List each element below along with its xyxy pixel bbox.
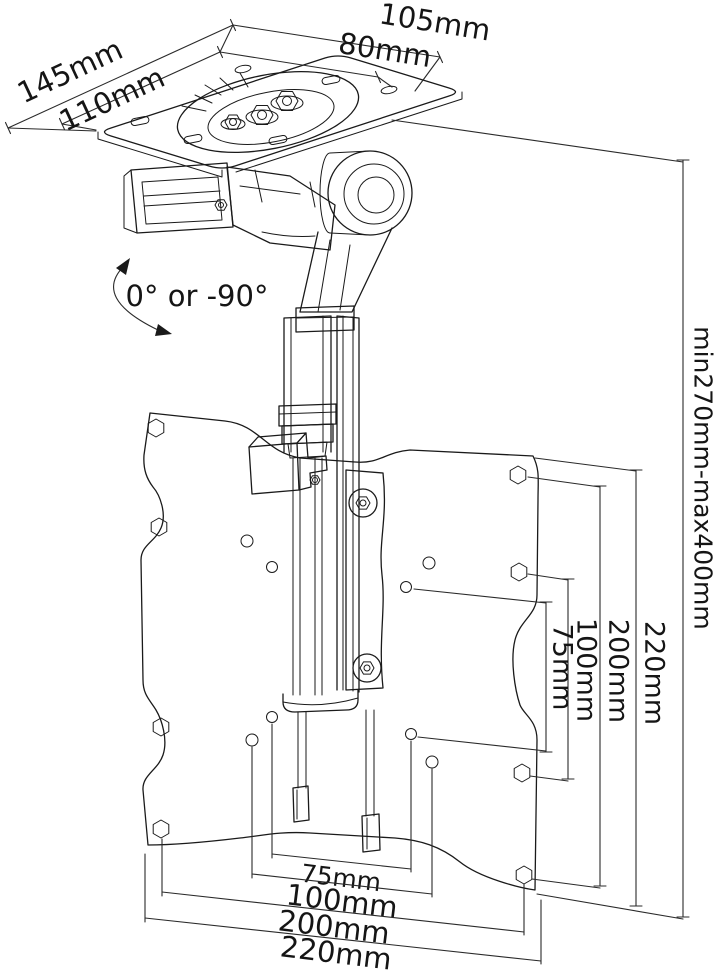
- swivel-nut: [270, 91, 304, 111]
- lower-bracket: [345, 469, 386, 691]
- swivel-nut: [245, 105, 279, 125]
- tilt-knob: [319, 150, 413, 236]
- hex-hole: [147, 418, 533, 885]
- dimensions-right: min270mm-max400mm 220mm 200mm 100mm 75mm: [391, 119, 718, 920]
- telescopic-arm: [248, 315, 386, 853]
- locking-block: [248, 432, 328, 495]
- dim-right-200: 200mm: [603, 619, 634, 723]
- dimensions-top: 105mm 80mm 145mm 110mm: [4, 0, 493, 138]
- dim-right-100: 100mm: [571, 618, 602, 722]
- hinge-socket-bracket: [123, 162, 234, 234]
- vesa75-hole: [266, 561, 417, 740]
- rotation-arrow-down: [155, 324, 172, 336]
- dim-right-extension: min270mm-max400mm: [689, 326, 718, 629]
- ceiling-plate: [97, 55, 463, 178]
- dim-right-220: 220mm: [639, 621, 670, 725]
- dimensions-bottom: 75mm 100mm 200mm 220mm: [144, 723, 542, 971]
- rail-hook: [292, 785, 381, 853]
- rotation-range-label: 0° or -90°: [126, 279, 269, 313]
- swivel-nut: [220, 114, 246, 130]
- dim-right-75: 75mm: [547, 624, 578, 711]
- vesa-plate: [140, 412, 539, 891]
- rotation-annotation: 0° or -90°: [113, 258, 269, 336]
- vesa100-hole: [240, 534, 439, 769]
- rotation-arrow-up: [116, 258, 130, 275]
- ceiling-slot: [130, 64, 398, 146]
